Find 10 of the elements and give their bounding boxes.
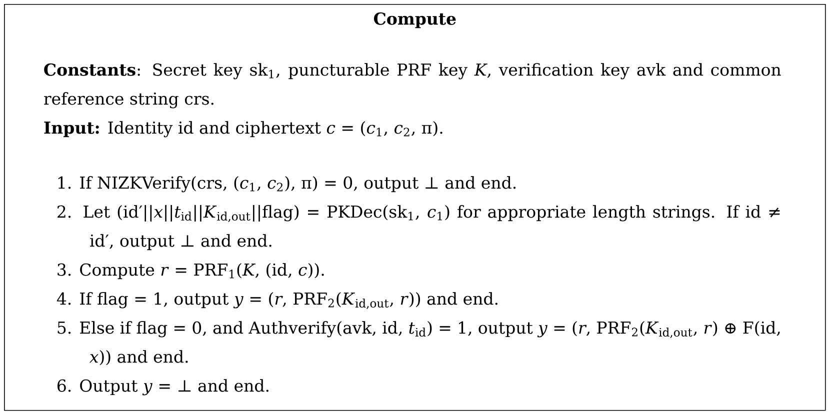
algorithm-box xyxy=(4,4,826,411)
box-title: Compute xyxy=(374,12,456,28)
list-item: 5. Else if flag = 0, and Authverify(avk, id, t$_{id}$) = 1, output y = (r, PRF$_{2}$(K$_{id,out}$, r) ⊕ F(id, x)) and end. xyxy=(58,321,780,366)
list-item: 2. Let (id′||x||t$_{id}$||K$_{id,out}$||flag) = PKDec(sk$_{1}$, c$_{1}$) for appropriate length strings. If id ≠ id′, output ⊥ and end. xyxy=(58,205,780,250)
list-item: 4. If flag = 1, output y = (r, PRF$_{2}$(K$_{id,out}$, r)) and end. xyxy=(56,292,498,310)
list-item: 6. Output y = ⊥ and end. xyxy=(58,379,268,396)
paragraph: Input: Identity id and ciphertext c = (c$_{1}$, c$_{2}$, π). xyxy=(44,121,442,138)
paragraph: Constants: Secret key sk$_{1}$, puncturable PRF key K, verification key avk and common reference string crs. xyxy=(44,63,781,108)
list-item: 1. If NIZKVerify(crs, (c$_{1}$, c$_{2}$), π) = 0, output ⊥ and end. xyxy=(58,176,516,192)
list-item: 3. Compute r = PRF$_{1}$(K, (id, c)). xyxy=(58,263,324,280)
